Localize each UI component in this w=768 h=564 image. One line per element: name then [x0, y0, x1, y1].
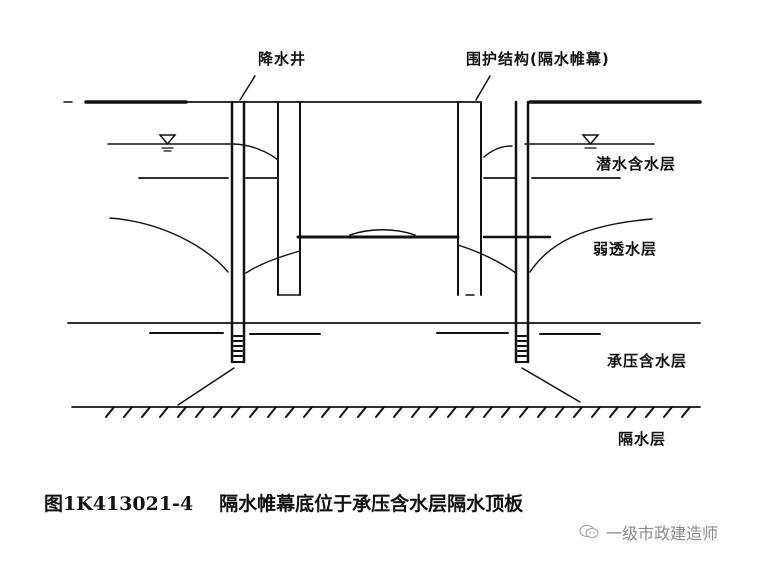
label-dewatering-well: 降水井	[258, 50, 307, 68]
dewatering-well-left	[230, 100, 246, 364]
leader-dewatering-well	[239, 75, 256, 101]
retaining-wall-left	[277, 101, 301, 296]
label-retaining-structure: 围护结构(隔水帷幕)	[466, 50, 610, 68]
figure-title: 隔水帷幕底位于承压含水层隔水顶板	[219, 493, 524, 515]
watermark-text: 一级市政建造师	[606, 524, 719, 543]
label-phreatic-aquifer: 潜水含水层	[596, 155, 677, 173]
retaining-wall-right	[457, 101, 482, 296]
figure-number: 图1K413021-4	[44, 493, 194, 515]
wechat-icon	[579, 525, 599, 538]
water-table-left	[107, 134, 279, 161]
label-weakly-permeable-layer: 弱透水层	[593, 240, 658, 258]
leader-retaining-structure	[475, 75, 491, 101]
pit-water-level	[296, 229, 552, 239]
watermark: 一级市政建造师	[578, 520, 718, 544]
confined-drawdown-lines	[177, 367, 581, 406]
label-confined-aquifer: 承压含水层	[607, 352, 688, 370]
aquiclude-boundary	[71, 406, 701, 418]
water-table-right	[483, 134, 655, 158]
drawdown-curves	[109, 217, 653, 274]
confined-aquifer-top	[67, 322, 701, 335]
dewatering-well-right	[514, 100, 530, 364]
figure-caption: 图1K413021-4 隔水帷幕底位于承压含水层隔水顶板	[44, 489, 523, 516]
label-aquiclude: 隔水层	[618, 430, 667, 448]
